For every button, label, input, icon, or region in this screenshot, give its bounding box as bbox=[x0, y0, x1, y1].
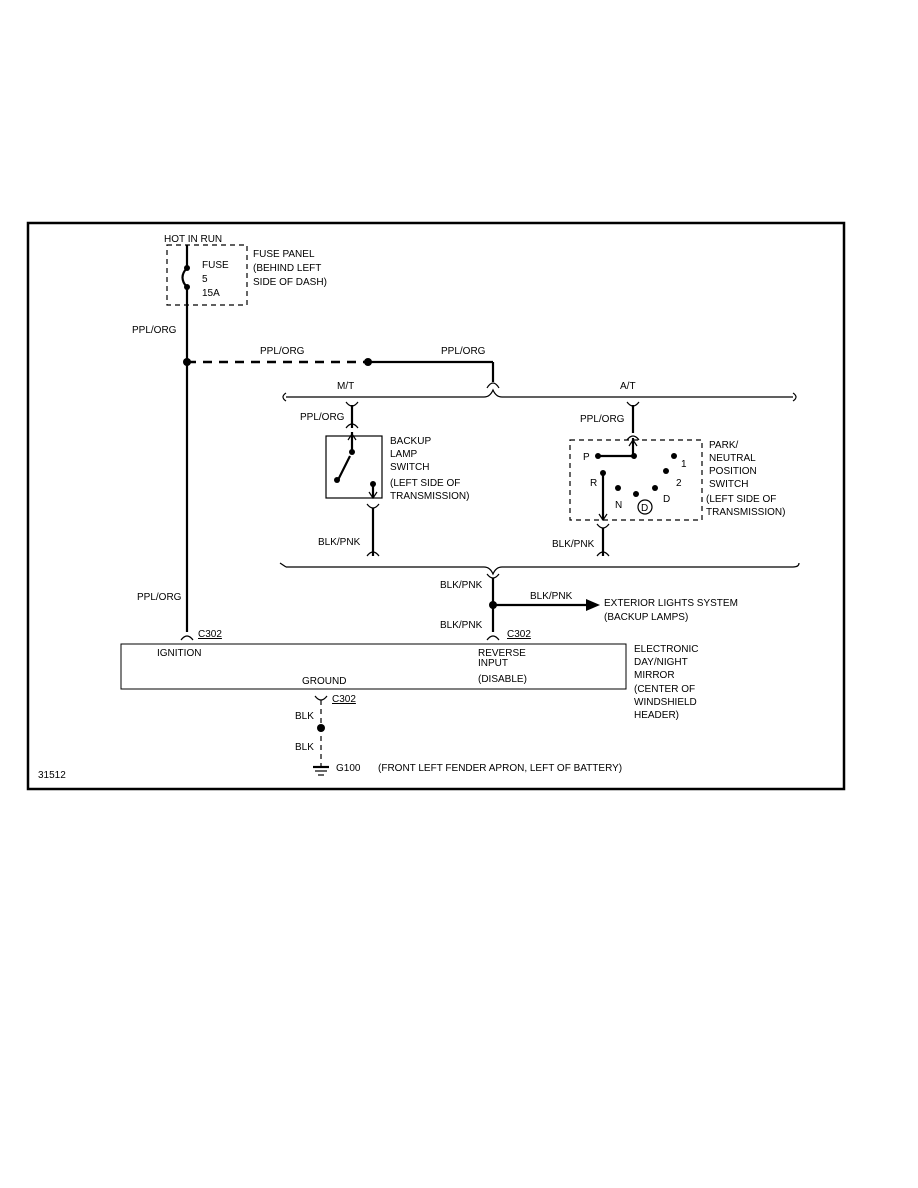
backup-switch-label-4: (LEFT SIDE OF bbox=[390, 478, 460, 489]
option-bracket-bottom bbox=[279, 562, 287, 568]
fuse-panel-label-1: FUSE PANEL bbox=[253, 249, 315, 260]
pn-switch-label-4: SWITCH bbox=[709, 479, 748, 490]
backup-switch-label-3: SWITCH bbox=[390, 462, 429, 473]
ground-id: G100 bbox=[336, 763, 361, 774]
pn-switch-label-5: (LEFT SIDE OF bbox=[706, 494, 776, 505]
wire-label-blk-pnk-splice: BLK/PNK bbox=[440, 580, 483, 591]
backup-switch-blade bbox=[337, 455, 351, 481]
pn-position-n: N bbox=[615, 500, 622, 511]
wire-label-ppl-org-at: PPL/ORG bbox=[580, 414, 625, 425]
arrow-to-exterior-lights bbox=[586, 599, 600, 611]
hot-in-run-label: HOT IN RUN bbox=[164, 234, 222, 245]
mirror-disable-label: (DISABLE) bbox=[478, 674, 527, 685]
park-neutral-switch-box bbox=[569, 439, 703, 521]
ground-location: (FRONT LEFT FENDER APRON, LEFT OF BATTER… bbox=[378, 763, 622, 774]
diagram-frame bbox=[26, 221, 846, 791]
wire-label-blk-pnk-at: BLK/PNK bbox=[552, 539, 595, 550]
figure-id: 31512 bbox=[38, 770, 66, 781]
pn-overdrive-ring bbox=[637, 499, 653, 515]
backup-switch-label-5: TRANSMISSION) bbox=[390, 491, 469, 502]
pn-position-1: 1 bbox=[681, 459, 687, 470]
fuse-panel-label-3: SIDE OF DASH) bbox=[253, 277, 327, 288]
option-label-at: A/T bbox=[620, 381, 636, 392]
wire-label-ppl-org-1: PPL/ORG bbox=[132, 325, 177, 336]
wire-label-blk-2: BLK bbox=[295, 742, 314, 753]
pn-position-d: D bbox=[663, 494, 670, 505]
mirror-reverse-terminal-1: REVERSE bbox=[478, 648, 526, 659]
backup-switch-label-2: LAMP bbox=[390, 449, 418, 460]
fuse-name: FUSE bbox=[202, 260, 229, 271]
mirror-label-5: WINDSHIELD bbox=[634, 697, 697, 708]
mirror-label-6: HEADER) bbox=[634, 710, 679, 721]
wire-label-blk-1: BLK bbox=[295, 711, 314, 722]
pn-switch-label-6: TRANSMISSION) bbox=[706, 507, 785, 518]
pn-position-r: R bbox=[590, 478, 597, 489]
pn-position-p: P bbox=[583, 452, 590, 463]
pn-switch-label-3: POSITION bbox=[709, 466, 757, 477]
connector-c302-ignition: C302 bbox=[198, 629, 222, 640]
pn-switch-label-2: NEUTRAL bbox=[709, 453, 756, 464]
wire-label-ppl-org-3: PPL/ORG bbox=[441, 346, 486, 357]
exterior-lights-label-1: EXTERIOR LIGHTS SYSTEM bbox=[604, 598, 738, 609]
fuse-panel-box bbox=[166, 244, 248, 306]
pn-position-od: D bbox=[641, 503, 648, 514]
mirror-ground-terminal: GROUND bbox=[302, 676, 346, 687]
wire-label-blk-pnk-mt: BLK/PNK bbox=[318, 537, 361, 548]
ground-symbol-icon bbox=[313, 765, 329, 776]
backup-switch-label-1: BACKUP bbox=[390, 436, 431, 447]
wire-label-blk-pnk-mirror: BLK/PNK bbox=[440, 620, 483, 631]
pn-position-2: 2 bbox=[676, 478, 682, 489]
wire-label-ppl-org-2: PPL/ORG bbox=[260, 346, 305, 357]
pn-switch-label-1: PARK/ bbox=[709, 440, 738, 451]
wire-label-ppl-org-4: PPL/ORG bbox=[137, 592, 182, 603]
fuse-number: 5 bbox=[202, 274, 208, 285]
mirror-ignition-terminal: IGNITION bbox=[157, 648, 201, 659]
fuse-panel-label-2: (BEHIND LEFT bbox=[253, 263, 321, 274]
mirror-label-4: (CENTER OF bbox=[634, 684, 695, 695]
option-label-mt: M/T bbox=[337, 381, 354, 392]
mirror-reverse-terminal-2: INPUT bbox=[478, 658, 508, 669]
mirror-label-3: MIRROR bbox=[634, 670, 675, 681]
mirror-label-2: DAY/NIGHT bbox=[634, 657, 688, 668]
connector-c302-ground: C302 bbox=[332, 694, 356, 705]
exterior-lights-label-2: (BACKUP LAMPS) bbox=[604, 612, 688, 623]
wire-label-blk-pnk-ext: BLK/PNK bbox=[530, 591, 573, 602]
mirror-label-1: ELECTRONIC bbox=[634, 644, 698, 655]
ground-splice bbox=[317, 724, 325, 732]
fuse-rating: 15A bbox=[202, 288, 220, 299]
mirror-module-box bbox=[120, 643, 627, 690]
connector-c302-reverse: C302 bbox=[507, 629, 531, 640]
option-bracket-top bbox=[282, 392, 287, 402]
wire-label-ppl-org-mt: PPL/ORG bbox=[300, 412, 345, 423]
